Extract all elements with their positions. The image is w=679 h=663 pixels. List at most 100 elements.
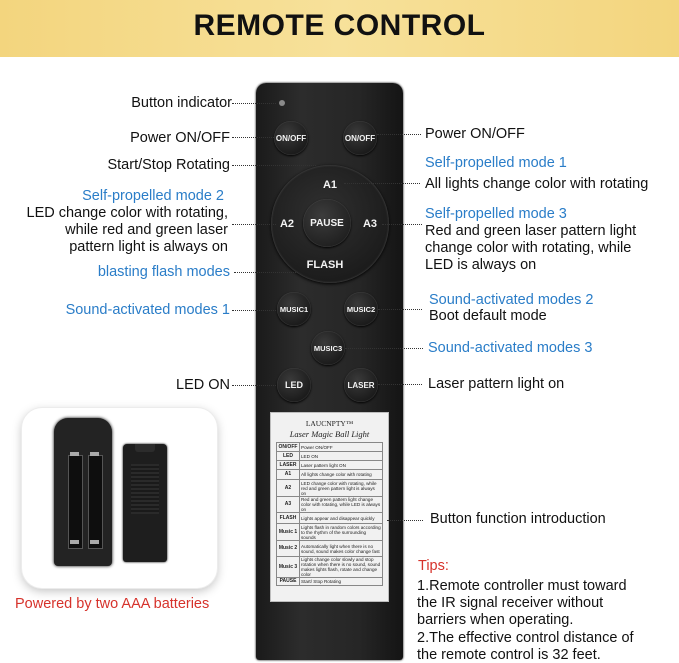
tips-line-4: 2.The effective control distance of	[417, 630, 634, 646]
battery-inset	[22, 408, 217, 588]
plate-value: Lights flash in random colors according …	[299, 523, 383, 541]
a3-button[interactable]: A3	[362, 218, 378, 230]
label-sp3-desc-3: LED is always on	[425, 257, 537, 273]
music1-button[interactable]: MUSIC1	[277, 292, 311, 326]
battery-contact	[90, 540, 99, 544]
label-sound-2-desc: Boot default mode	[429, 308, 547, 324]
leader-line	[382, 224, 422, 225]
label-laser-on: Laser pattern light on	[428, 376, 565, 392]
page-title: REMOTE CONTROL	[193, 9, 486, 42]
label-sound-1: Sound-activated modes 1	[65, 302, 230, 318]
label-sp3-desc-2: change color with rotating, while	[425, 240, 632, 256]
label-sp1-desc: All lights change color with rotating	[425, 176, 649, 192]
battery-cover	[123, 444, 167, 562]
tips-line-2: the IR signal receiver without	[417, 595, 604, 611]
label-sound-2: Sound-activated modes 2	[429, 292, 594, 308]
tips-title: Tips:	[418, 558, 449, 574]
plate-value: LED change color with rotating, while re…	[299, 479, 383, 497]
tips-line-1: 1.Remote controller must toward	[417, 578, 627, 594]
leader-line	[345, 348, 423, 349]
tips-line-5: the remote control is 32 feet.	[417, 647, 601, 663]
label-sp2-desc-1: LED change color with rotating,	[26, 205, 229, 221]
laser-button[interactable]: LASER	[344, 368, 378, 402]
label-function-intro: Button function introduction	[430, 511, 606, 527]
battery-contact	[70, 452, 79, 456]
plate-value: Lights change color slowly and stop rota…	[299, 556, 383, 578]
plate-value: Power ON/OFF	[299, 442, 383, 452]
plate-value: All lights change color with rotating	[299, 469, 383, 480]
plate-key: Music 2	[276, 540, 300, 557]
plate-model: Laser Magic Ball Light	[289, 429, 370, 439]
plate-key: Music 3	[276, 556, 300, 578]
flash-button[interactable]: FLASH	[306, 259, 344, 271]
label-sound-3: Sound-activated modes 3	[428, 340, 593, 356]
plate-value: Start/ Stop Rotating	[299, 577, 383, 586]
music2-button[interactable]: MUSIC2	[344, 292, 378, 326]
plate-value: Lights appear and disappear quickly	[299, 512, 383, 524]
remote-back-shell	[54, 418, 112, 566]
plate-value: Automatically light when there is no sou…	[299, 540, 383, 557]
label-sp3-desc-1: Red and green laser pattern light	[425, 223, 637, 239]
plate-key: ON/OFF	[276, 442, 300, 452]
label-self-propelled-2: Self-propelled mode 2	[82, 188, 224, 204]
leader-line	[377, 134, 421, 135]
a2-button[interactable]: A2	[279, 218, 295, 230]
label-power-right: Power ON/OFF	[425, 126, 525, 142]
leader-line	[378, 309, 422, 310]
leader-line	[232, 224, 276, 225]
plate-key: A1	[276, 469, 300, 480]
leader-line	[344, 183, 420, 184]
plate-key: A3	[276, 496, 300, 513]
leader-line	[232, 385, 276, 386]
plate-value: Red and green pattern light change color…	[299, 496, 383, 513]
plate-key: LASER	[276, 460, 300, 470]
plate-key: A2	[276, 479, 300, 497]
pause-button[interactable]: PAUSE	[303, 199, 351, 247]
led-button[interactable]: LED	[277, 368, 311, 402]
leader-line	[387, 520, 423, 521]
label-led-on: LED ON	[176, 377, 230, 393]
tips-line-3: barriers when operating.	[417, 612, 574, 628]
label-self-propelled-1: Self-propelled mode 1	[425, 155, 567, 171]
label-button-indicator: Button indicator	[131, 95, 232, 111]
a1-button[interactable]: A1	[322, 179, 338, 191]
label-start-stop: Start/Stop Rotating	[107, 157, 230, 173]
title-banner	[0, 0, 679, 57]
leader-line	[232, 165, 316, 166]
leader-line	[232, 103, 276, 104]
plate-key: FLASH	[276, 512, 300, 524]
label-sp2-desc-2: while red and green laser	[65, 222, 228, 238]
plate-brand: LAUCNPTY™	[305, 419, 354, 428]
button-indicator-light	[279, 100, 285, 106]
label-sp2-desc-3: pattern light is always on	[69, 239, 228, 255]
power-button-right[interactable]: ON/OFF	[343, 121, 377, 155]
cover-grip	[131, 464, 159, 514]
leader-line	[234, 272, 298, 273]
battery-slot-left	[68, 455, 83, 549]
battery-contact	[70, 540, 79, 544]
plate-value: LED ON	[299, 451, 383, 461]
label-power-left: Power ON/OFF	[130, 130, 230, 146]
plate-key: PAUSE	[276, 577, 300, 586]
battery-slot-right	[88, 455, 103, 549]
leader-line	[232, 137, 274, 138]
leader-line	[378, 384, 422, 385]
cover-notch	[135, 444, 155, 452]
music3-button[interactable]: MUSIC3	[311, 331, 345, 365]
label-flash-modes: blasting flash modes	[97, 264, 230, 280]
plate-key: LED	[276, 451, 300, 461]
leader-line	[232, 310, 276, 311]
power-button-left[interactable]: ON/OFF	[274, 121, 308, 155]
